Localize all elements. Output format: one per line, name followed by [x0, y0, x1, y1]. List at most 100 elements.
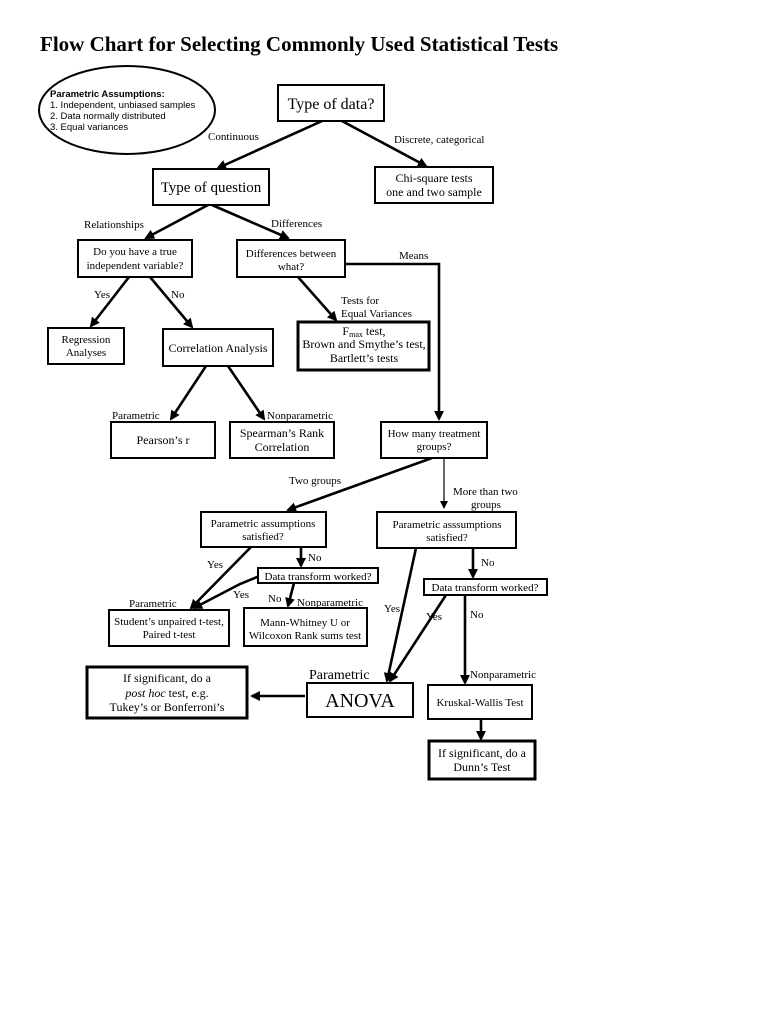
edge-labels: Continuous Discrete, categorical Relatio… — [84, 131, 536, 683]
edge-label-more-than-two: More than two — [453, 486, 518, 498]
node-label: post hoc test, e.g. — [124, 686, 208, 700]
arrow-means — [345, 262, 444, 421]
node-label: Correlation Analysis — [169, 341, 268, 355]
node-label: How many treatment — [388, 428, 481, 440]
edge-label-no: No — [470, 609, 484, 621]
node-label: Student’s unpaired t-test, — [114, 616, 224, 628]
parametric-assumptions-note: Parametric Assumptions: 1. Independent, … — [38, 65, 216, 155]
node-treatment-groups: How many treatment groups? — [380, 421, 488, 459]
node-differences-between: Differences between what? — [236, 239, 346, 278]
node-spearman: Spearman’s Rank Correlation — [229, 421, 335, 459]
node-param-assumptions-right: Parametric asssumptions satisfied? — [376, 511, 517, 549]
node-type-of-data: Type of data? — [277, 84, 385, 122]
node-label: Data transform worked? — [265, 571, 372, 583]
node-true-independent-variable: Do you have a true independent variable? — [77, 239, 193, 278]
edge-label-parametric: Parametric — [309, 668, 370, 683]
assumptions-heading: Parametric Assumptions: — [50, 89, 165, 100]
node-post-hoc: If significant, do a post hoc test, e.g.… — [85, 665, 249, 720]
edge-label-yes: Yes — [233, 589, 249, 601]
edge-label-yes: Yes — [207, 559, 223, 571]
node-label: Data transform worked? — [432, 582, 539, 594]
page-title: Flow Chart for Selecting Commonly Used S… — [40, 32, 559, 56]
node-t-test: Student’s unpaired t-test, Paired t-test — [108, 609, 230, 647]
arrow-parametric-pearson — [169, 365, 208, 421]
connectors — [89, 119, 486, 741]
node-label: Bartlett’s tests — [330, 351, 399, 365]
node-label: Analyses — [66, 347, 106, 359]
node-label: independent variable? — [87, 260, 184, 272]
arrow-yes-anova — [383, 547, 418, 683]
edge-label-no: No — [171, 289, 185, 301]
fmax-f: F — [342, 324, 349, 338]
arrow-nonparametric-spearman — [226, 365, 266, 421]
arrow-no-correlation — [149, 276, 194, 329]
post-hoc-rest: test, e.g. — [166, 686, 209, 700]
edge-label-means: Means — [399, 250, 428, 262]
node-label: Kruskal-Wallis Test — [436, 697, 523, 709]
node-label: Differences between — [246, 248, 337, 260]
node-mann-whitney: Mann-Whitney U or Wilcoxon Rank sums tes… — [243, 607, 368, 647]
node-type-of-question: Type of question — [152, 168, 270, 206]
node-label: Spearman’s Rank — [240, 426, 324, 440]
node-label: groups? — [417, 441, 452, 453]
node-label: satisfied? — [426, 532, 468, 544]
edge-label-no: No — [268, 593, 282, 605]
edge-label-parametric: Parametric — [112, 410, 160, 422]
edge-label-groups: groups — [471, 499, 501, 511]
node-transform-left: Data transform worked? — [257, 567, 379, 584]
arrow-discrete — [341, 119, 428, 168]
node-label: Type of question — [161, 180, 262, 196]
node-kruskal-wallis: Kruskal-Wallis Test — [427, 684, 533, 720]
arrow-yes-regression — [89, 276, 131, 328]
node-label: Dunn’s Test — [453, 760, 511, 774]
node-label: Regression — [62, 334, 111, 346]
node-label: Correlation — [255, 440, 310, 454]
node-param-assumptions-left: Parametric assumptions satisfied? — [200, 511, 327, 548]
node-label: Parametric assumptions — [211, 518, 316, 530]
edge-label-yes: Yes — [384, 603, 400, 615]
fmax-rest: test, — [366, 324, 386, 338]
node-label: Tukey’s or Bonferroni’s — [110, 700, 225, 714]
arrow-variance-tests — [297, 276, 338, 322]
edge-label-nonparametric: Nonparametric — [267, 410, 333, 422]
edge-label-no: No — [481, 557, 495, 569]
node-label: Do you have a true — [93, 246, 177, 258]
edge-label-discrete: Discrete, categorical — [394, 134, 484, 146]
assumption-item: 1. Independent, unbiased samples — [50, 100, 195, 111]
node-label: Brown and Smythe’s test, — [302, 337, 425, 351]
edge-label-tests-for: Tests for — [341, 295, 379, 307]
arrow-differences — [211, 203, 290, 240]
node-label: If significant, do a — [438, 746, 527, 760]
node-label: Paired t-test — [143, 629, 196, 641]
fmax-sub: max — [349, 330, 363, 339]
node-label: Wilcoxon Rank sums test — [249, 630, 361, 642]
edge-label-two-groups: Two groups — [289, 475, 341, 487]
node-label: Fmax test, — [342, 324, 385, 339]
node-correlation-analysis: Correlation Analysis — [162, 328, 274, 367]
edge-label-equal-variances: Equal Variances — [341, 308, 412, 320]
edge-label-nonparametric: Nonparametric — [297, 597, 363, 609]
node-label: Pearson’s r — [137, 433, 190, 447]
arrow-relationships — [144, 203, 209, 240]
edge-label-yes: Yes — [426, 611, 442, 623]
node-transform-right: Data transform worked? — [423, 578, 548, 596]
arrow-transform-no-mannwhitney — [285, 582, 296, 608]
node-label: what? — [278, 261, 304, 273]
edge-label-no: No — [308, 552, 322, 564]
node-label: If significant, do a — [123, 671, 212, 685]
edge-label-parametric: Parametric — [129, 598, 177, 610]
node-label: Chi-square tests — [396, 171, 473, 185]
assumption-item: 2. Data normally distributed — [50, 111, 166, 122]
node-label: satisfied? — [242, 531, 284, 543]
edge-label-continuous: Continuous — [208, 131, 259, 143]
edge-label-relationships: Relationships — [84, 219, 144, 231]
arrow-transform-yes-ttest — [192, 573, 263, 610]
arrow-transform-yes-anova — [388, 594, 448, 683]
node-label: Parametric asssumptions — [392, 519, 501, 531]
node-label: Mann-Whitney U or — [260, 617, 350, 629]
assumption-item: 3. Equal variances — [50, 122, 128, 133]
node-variance-tests: Fmax test, Brown and Smythe’s test, Bart… — [296, 320, 431, 372]
node-regression: Regression Analyses — [47, 327, 125, 365]
